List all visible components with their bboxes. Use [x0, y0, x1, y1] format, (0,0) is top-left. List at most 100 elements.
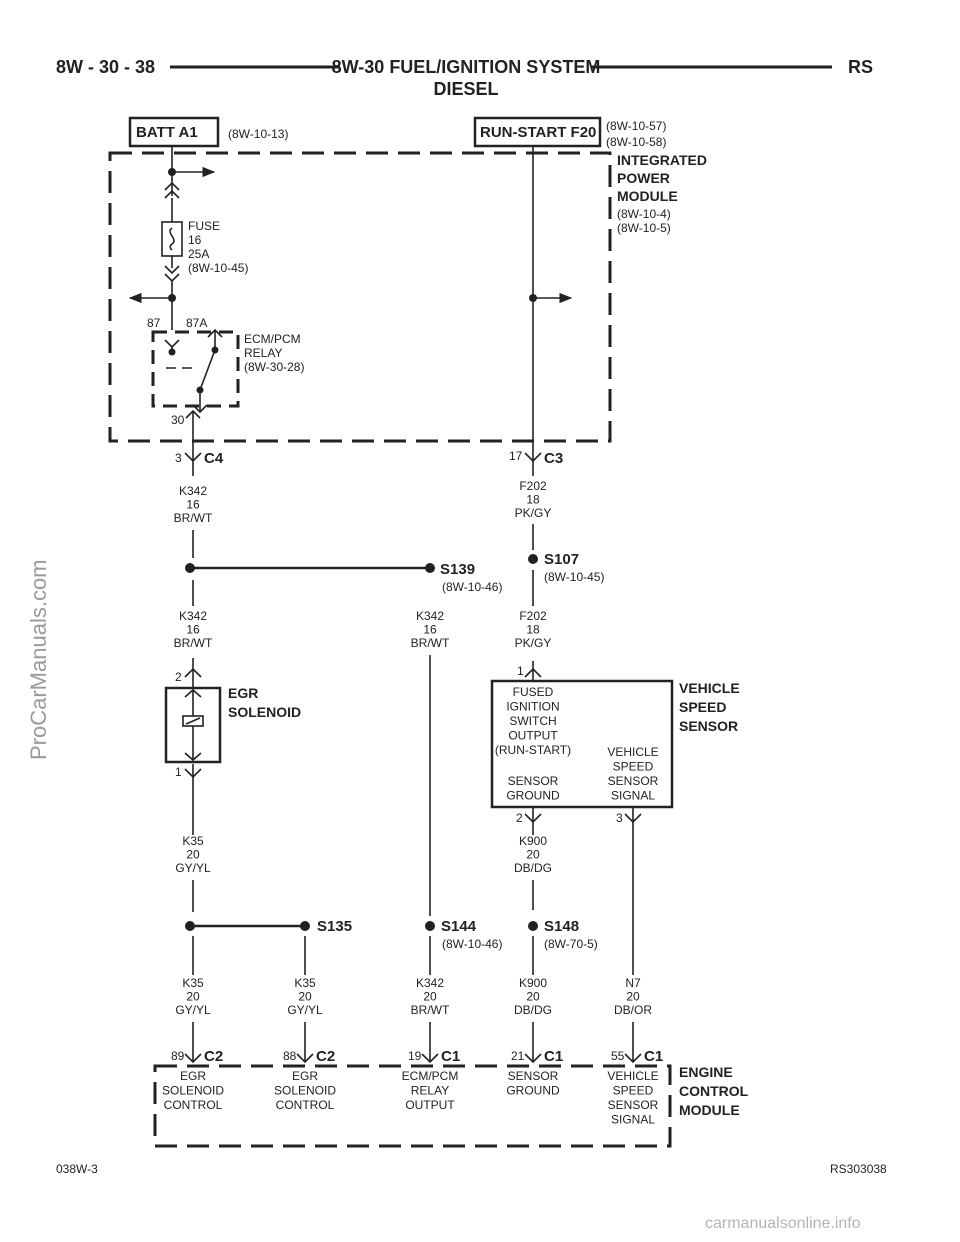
ipm-ref-2: (8W-10-5) [617, 221, 671, 235]
ecm-pin89-desc: CONTROL [164, 1098, 223, 1112]
ecm-pin89-desc: EGR [180, 1069, 206, 1083]
batt-a1-label: BATT A1 [136, 124, 198, 141]
ecm-title-3: MODULE [679, 1102, 740, 1118]
wire-label-k342-mid: BR/WT [174, 636, 213, 650]
c3-pin: 17 [509, 449, 523, 463]
batt-a1-box [128, 116, 220, 148]
ecm-pin-19: 19 [408, 1049, 422, 1063]
wire-label-k35-b1: 20 [186, 990, 200, 1004]
relay-label-2: RELAY [244, 346, 282, 360]
ipm-title-3: MODULE [617, 188, 678, 204]
run-start-ref-1: (8W-10-57) [606, 119, 666, 133]
ecm-title-1: ENGINE [679, 1064, 733, 1080]
ecm-pin-descriptions: EGRSOLENOIDCONTROLEGRSOLENOIDCONTROLECM/… [162, 1069, 659, 1127]
wire-label-k342-mid: K342 [179, 609, 207, 623]
c4-pin: 3 [175, 451, 182, 465]
ipm-title-1: INTEGRATED [617, 152, 707, 168]
run-start-ref-2: (8W-10-58) [606, 135, 666, 149]
relay-pin-87: 87 [147, 316, 161, 330]
ecm-pin21-desc: SENSOR [508, 1069, 559, 1083]
ecm-pin88-desc: SOLENOID [274, 1084, 336, 1098]
vss-signal-line: SIGNAL [611, 789, 655, 803]
vss-pin-1: 1 [517, 664, 524, 678]
ecm-pcm-relay: 87 87A ECM/PCM RELAY (8W-30-28) 30 [147, 316, 304, 441]
relay-pin-87a: 87A [186, 316, 207, 330]
ecm-pin-55: 55 [611, 1049, 625, 1063]
egr-pin-top: 2 [175, 670, 182, 684]
ecm-conn-c2-b: C2 [316, 1048, 335, 1065]
vss-pin-3: 3 [616, 811, 623, 825]
s135-name: S135 [317, 918, 352, 935]
wire-label-k342-top: K342 [179, 484, 207, 498]
wire-label-f202-mid: 18 [526, 623, 540, 637]
s144-ref: (8W-10-46) [442, 937, 502, 951]
wire-label-k35-mid: 20 [186, 848, 200, 862]
ecm-boundary [153, 1064, 672, 1148]
ecm-pin88-desc: EGR [292, 1069, 318, 1083]
wire-label-f202-mid: PK/GY [515, 636, 552, 650]
ecm-pin21-desc: GROUND [506, 1084, 560, 1098]
c3-name: C3 [544, 450, 563, 467]
wire-label-f202-top: F202 [519, 479, 547, 493]
batt-circuit [128, 146, 223, 350]
ecm-connector-labels: 89 C2 88 C2 19 C1 21 C1 55 C1 [171, 1048, 663, 1065]
splice-s139: S139 (8W-10-46) [185, 561, 502, 594]
wire-label-k35-mid: GY/YL [175, 861, 211, 875]
wire-label-k342-b: 20 [423, 990, 437, 1004]
side-watermark: ProCarManuals.com [26, 559, 51, 760]
ecm-pin-21: 21 [511, 1049, 525, 1063]
ecm-pin88-desc: CONTROL [276, 1098, 335, 1112]
wire-label-k342-top: BR/WT [174, 511, 213, 525]
egr-pin-bottom: 1 [175, 765, 182, 779]
model-code: RS [848, 57, 873, 77]
fuse-number: 16 [188, 233, 202, 247]
relay-ref: (8W-30-28) [244, 360, 304, 374]
wire-label-n7-b: DB/OR [614, 1003, 652, 1017]
ipm-boundary [108, 151, 612, 443]
vss-signal-line: SENSOR [608, 774, 659, 788]
wire-label-k900-mid: DB/DG [514, 861, 552, 875]
wire-label-k342-mid2: 16 [423, 623, 437, 637]
run-start-circuit [532, 146, 573, 441]
wire-label-k342-mid: 16 [186, 623, 200, 637]
ecm-pin55-desc: SENSOR [608, 1098, 659, 1112]
vss-ground-line: GROUND [506, 789, 560, 803]
egr-solenoid: 2 1 EGR SOLENOID [164, 670, 301, 779]
footer-left-code: 038W-3 [56, 1162, 98, 1176]
ecm-pin89-desc: SOLENOID [162, 1084, 224, 1098]
ecm-conn-c2-a: C2 [204, 1048, 223, 1065]
wire-label-k35-b1: K35 [182, 976, 204, 990]
ecm-pin-88: 88 [283, 1049, 297, 1063]
wire-label-k342-top: 16 [186, 498, 200, 512]
fuse-ref: (8W-10-45) [188, 261, 248, 275]
wire-label-k900-b: K900 [519, 976, 547, 990]
vss-fused-line: (RUN-START) [495, 743, 571, 757]
junction-dot [168, 294, 176, 302]
splice-s144: S144 (8W-10-46) [425, 918, 502, 951]
page-subtitle: DIESEL [433, 79, 498, 99]
wire-label-k900-mid: K900 [519, 834, 547, 848]
wire-label-n7-b: N7 [625, 976, 641, 990]
run-start-f20-label: RUN-START F20 [480, 124, 596, 141]
ecm-pin55-desc: SIGNAL [611, 1113, 655, 1127]
vss-title-2: SPEED [679, 699, 726, 715]
wire-label-k342-mid2: BR/WT [411, 636, 450, 650]
s148-ref: (8W-70-5) [544, 937, 598, 951]
middle-wiring [184, 524, 642, 1064]
vss-fused-line: FUSED [513, 685, 554, 699]
wire-labels: K34216BR/WTF20218PK/GYK34216BR/WTK34216B… [174, 479, 653, 1017]
splice-s148: S148 (8W-70-5) [528, 918, 598, 951]
wire-label-k35-mid: K35 [182, 834, 204, 848]
vss-signal-line: VEHICLE [607, 745, 658, 759]
junction-dot [168, 168, 176, 176]
wire-label-k35-b2: GY/YL [287, 1003, 323, 1017]
splice-s107: S107 (8W-10-45) [528, 551, 604, 584]
ecm-pin55-desc: VEHICLE [607, 1069, 658, 1083]
c4-name: C4 [204, 450, 224, 467]
ecm-conn-c1-b: C1 [544, 1048, 563, 1065]
page-header: 8W - 30 - 38 8W-30 FUEL/IGNITION SYSTEM … [56, 57, 873, 99]
ecm-title-2: CONTROL [679, 1083, 749, 1099]
